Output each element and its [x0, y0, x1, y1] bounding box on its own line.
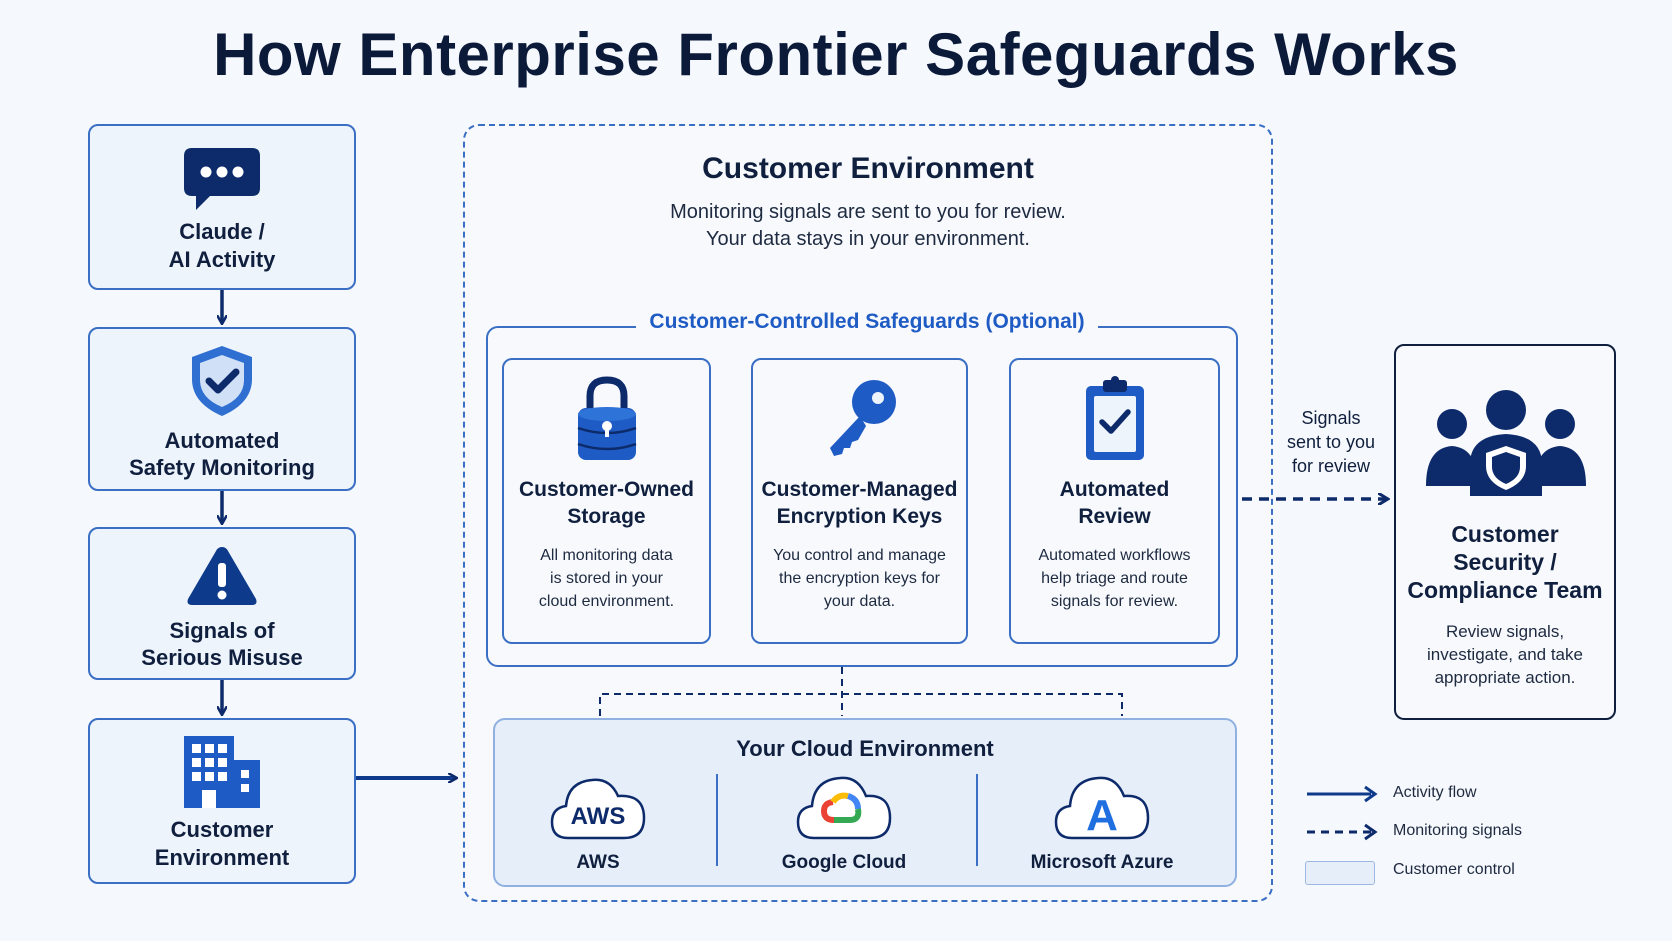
svg-text:A: A	[1086, 791, 1118, 840]
flow-step-safety-monitoring: Automated Safety Monitoring	[88, 327, 356, 491]
legend-label: Customer control	[1393, 861, 1515, 878]
legend-customer-control: Customer control	[1305, 857, 1625, 887]
flow-step-label: Claude /	[179, 219, 265, 244]
customer-environment-desc: Your data stays in your environment.	[706, 228, 1030, 250]
flow-step-label: Serious Misuse	[141, 645, 303, 670]
customer-environment-desc: Monitoring signals are sent to you for r…	[670, 201, 1066, 223]
flow-step-serious-misuse: Signals of Serious Misuse	[88, 527, 356, 680]
cloud-environment-title: Your Cloud Environment	[736, 736, 994, 761]
azure-cloud-icon: A	[1054, 776, 1150, 840]
flow-step-customer-environment: Customer Environment	[88, 718, 356, 884]
provider-label-aws: AWS	[576, 852, 620, 873]
provider-divider	[716, 774, 718, 866]
aws-cloud-icon: AWS	[550, 778, 646, 840]
flow-step-label: Automated	[164, 428, 280, 453]
flow-step-label: Customer	[170, 817, 274, 842]
flow-step-label: AI Activity	[168, 247, 276, 272]
safeguards-label: Customer-Controlled Safeguards (Optional…	[636, 310, 1098, 334]
customer-environment-title: Customer Environment	[702, 152, 1034, 185]
legend-activity-flow: Activity flow	[1305, 780, 1605, 810]
chat-bubble-icon	[184, 148, 260, 210]
provider-label-azure: Microsoft Azure	[1030, 852, 1174, 873]
flow-step-label: Safety Monitoring	[129, 455, 315, 480]
flow-step-label: Environment	[154, 845, 290, 870]
page-title: How Enterprise Frontier Safeguards Works	[213, 21, 1459, 88]
legend-monitoring-signals: Monitoring signals	[1305, 818, 1625, 848]
lock-database-icon	[577, 376, 636, 460]
monitoring-connector-line	[599, 667, 1123, 716]
warning-triangle-icon	[187, 547, 257, 605]
flow-step-ai-activity: Claude / AI Activity	[88, 124, 356, 290]
clipboard-check-icon	[1085, 376, 1144, 460]
legend-solid-arrow-icon	[1307, 785, 1378, 803]
svg-text:AWS: AWS	[571, 803, 626, 830]
building-icon	[184, 736, 260, 808]
provider-label-google-cloud: Google Cloud	[781, 852, 907, 873]
legend-dashed-arrow-icon	[1307, 823, 1378, 841]
provider-divider	[976, 774, 978, 866]
shield-check-icon	[192, 346, 252, 416]
legend-control-swatch	[1305, 861, 1375, 885]
legend-label: Monitoring signals	[1393, 822, 1522, 839]
google-cloud-icon	[796, 776, 892, 840]
flow-step-label: Signals of	[169, 618, 275, 643]
legend-label: Activity flow	[1393, 784, 1477, 801]
key-icon	[829, 380, 896, 456]
team-shield-icon	[1426, 390, 1586, 496]
